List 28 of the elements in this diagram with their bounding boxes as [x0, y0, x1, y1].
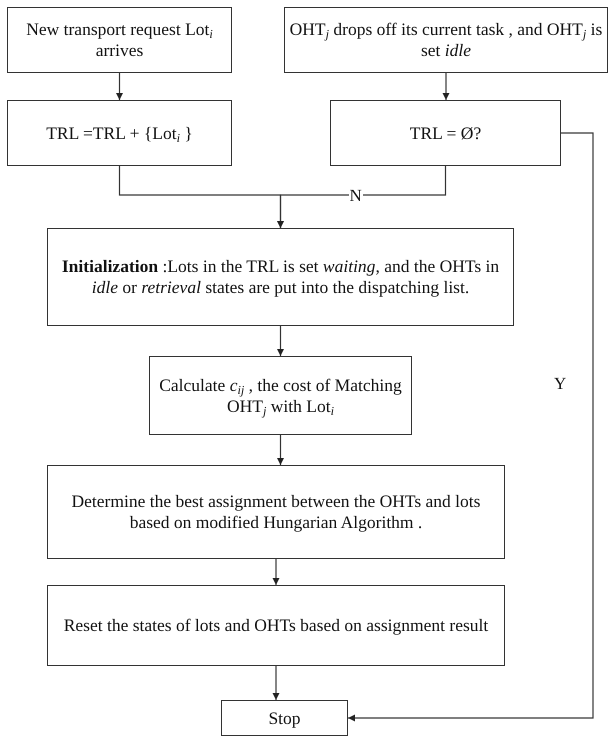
step-text: OHT$_{j}$ drops off its current task , and OHT$_{j}$ is set idle: [288, 19, 604, 61]
arrow: [272, 666, 280, 700]
arrow: [116, 73, 123, 100]
edge-label: Y: [553, 375, 568, 392]
step-text: Determine the best assignment between the OHTs and lots based on modified Hungarian Algorithm .: [70, 491, 482, 533]
process-box: [47, 465, 505, 559]
process-box: [284, 7, 608, 73]
step-text: Stop: [267, 708, 302, 728]
step-text: Reset the states of lots and OHTs based on assignment result: [62, 615, 490, 636]
arrow: [348, 132, 594, 722]
process-box: [47, 585, 505, 666]
step-text: Initialization :Lots in the TRL is set waiting, and the OHTs in idle or retrieval states are put into the dispatching list.: [60, 256, 500, 298]
arrow: [442, 73, 450, 100]
arrow: [277, 166, 446, 228]
edge-label: N: [348, 187, 363, 204]
arrow: [277, 326, 284, 356]
process-box: [149, 356, 412, 435]
step-text: Calculate c$_{ij}$ , the cost of Matching OHT$_{j}$ with Lot$_{i}$: [158, 374, 403, 416]
process-box: [7, 7, 232, 73]
process-box: [330, 100, 561, 166]
process-box: [221, 700, 348, 736]
step-text: TRL =TRL + {Lot$_{i}$ }: [45, 122, 194, 144]
arrow: [272, 559, 280, 585]
step-text: New transport request Lot$_{i}$ arrives: [25, 19, 214, 61]
process-box: [47, 228, 514, 326]
process-box: [7, 100, 232, 166]
step-text: TRL = Ø?: [408, 122, 482, 144]
arrow: [277, 435, 284, 465]
